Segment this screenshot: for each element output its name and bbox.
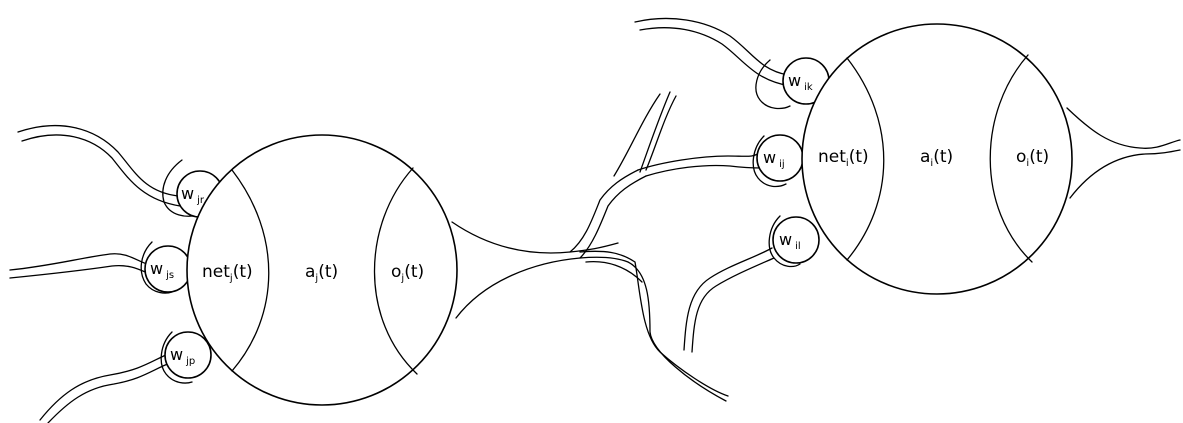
neuron-j-axon xyxy=(451,221,729,402)
neuron-j-activation-label: aj(t) xyxy=(305,262,338,284)
neuron-i-synapse-ij xyxy=(752,134,804,188)
neuron-j-dendrite-p xyxy=(39,353,171,423)
neuron-i-activation-label: ai(t) xyxy=(920,147,953,169)
neuron-j-dendrite-r xyxy=(17,125,181,207)
neuron-i-synapse-ik xyxy=(755,57,830,110)
neuron-i-net-label: neti(t) xyxy=(818,147,869,169)
neuron-j-net-label: netj(t) xyxy=(202,262,253,284)
neuron-j-body xyxy=(186,134,458,406)
neuron-j-synapse-jp xyxy=(160,331,212,384)
neuron-j-axon-branch xyxy=(569,91,763,259)
neuron-i-synapse-il xyxy=(768,215,820,268)
neuron-i-axon xyxy=(1066,107,1181,199)
neuron-i-output-label: oi(t) xyxy=(1016,147,1049,169)
neuron-i-dendrite-k xyxy=(634,17,791,87)
neuron-i-body xyxy=(801,23,1073,295)
neuron-j-output-label: oj(t) xyxy=(391,262,424,284)
neuron-i-dendrite-l xyxy=(683,247,775,353)
neuron-j-dendrite-s xyxy=(9,253,151,279)
neuron-j-synapse-js xyxy=(140,241,192,294)
